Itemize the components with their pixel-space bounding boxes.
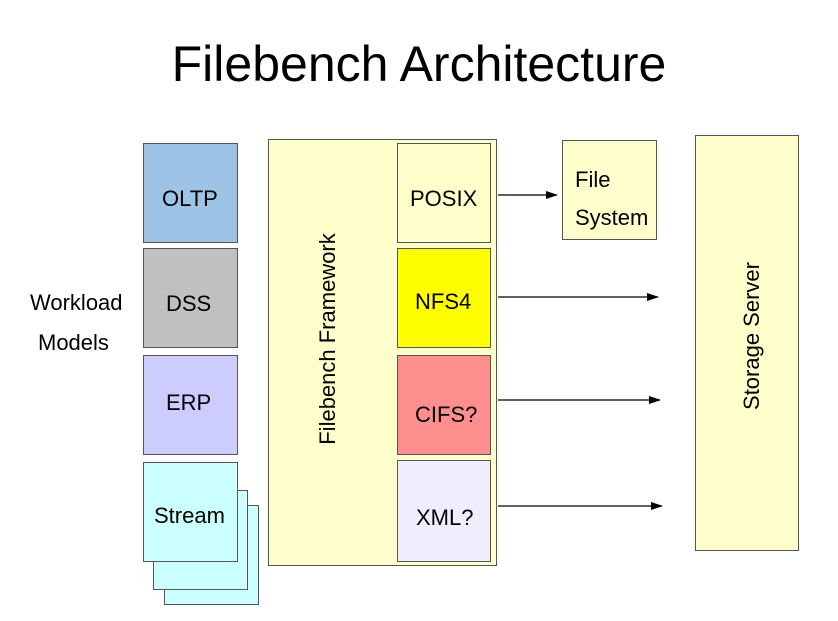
file-system-box: File System [562,140,657,240]
protocol-cifs-label: CIFS? [415,402,478,427]
storage-server-box [695,135,799,551]
protocol-xml-box: XML? [397,460,491,562]
workload-stream-box: Stream [143,462,238,562]
workload-oltp-label: OLTP [162,186,218,211]
workload-dss-label: DSS [166,291,212,316]
protocol-cifs-box: CIFS? [397,355,491,455]
workload-oltp-box: OLTP [143,143,238,243]
workload-models-label-line2: Models [38,330,109,355]
workload-stream-label: Stream [154,503,225,528]
protocol-nfs4-label: NFS4 [415,289,472,314]
protocol-posix-box: POSIX [397,143,491,243]
protocol-posix-label: POSIX [410,186,478,211]
file-system-label-line2: System [575,205,649,230]
workload-models-label-line1: Workload [30,290,123,315]
protocol-nfs4-box: NFS4 [397,248,491,348]
protocol-xml-label: XML? [416,505,474,530]
workload-erp-label: ERP [166,390,212,415]
file-system-label-line1: File [575,167,611,192]
workload-erp-box: ERP [143,355,238,455]
diagram-title: Filebench Architecture [171,36,667,92]
workload-dss-box: DSS [143,248,238,348]
